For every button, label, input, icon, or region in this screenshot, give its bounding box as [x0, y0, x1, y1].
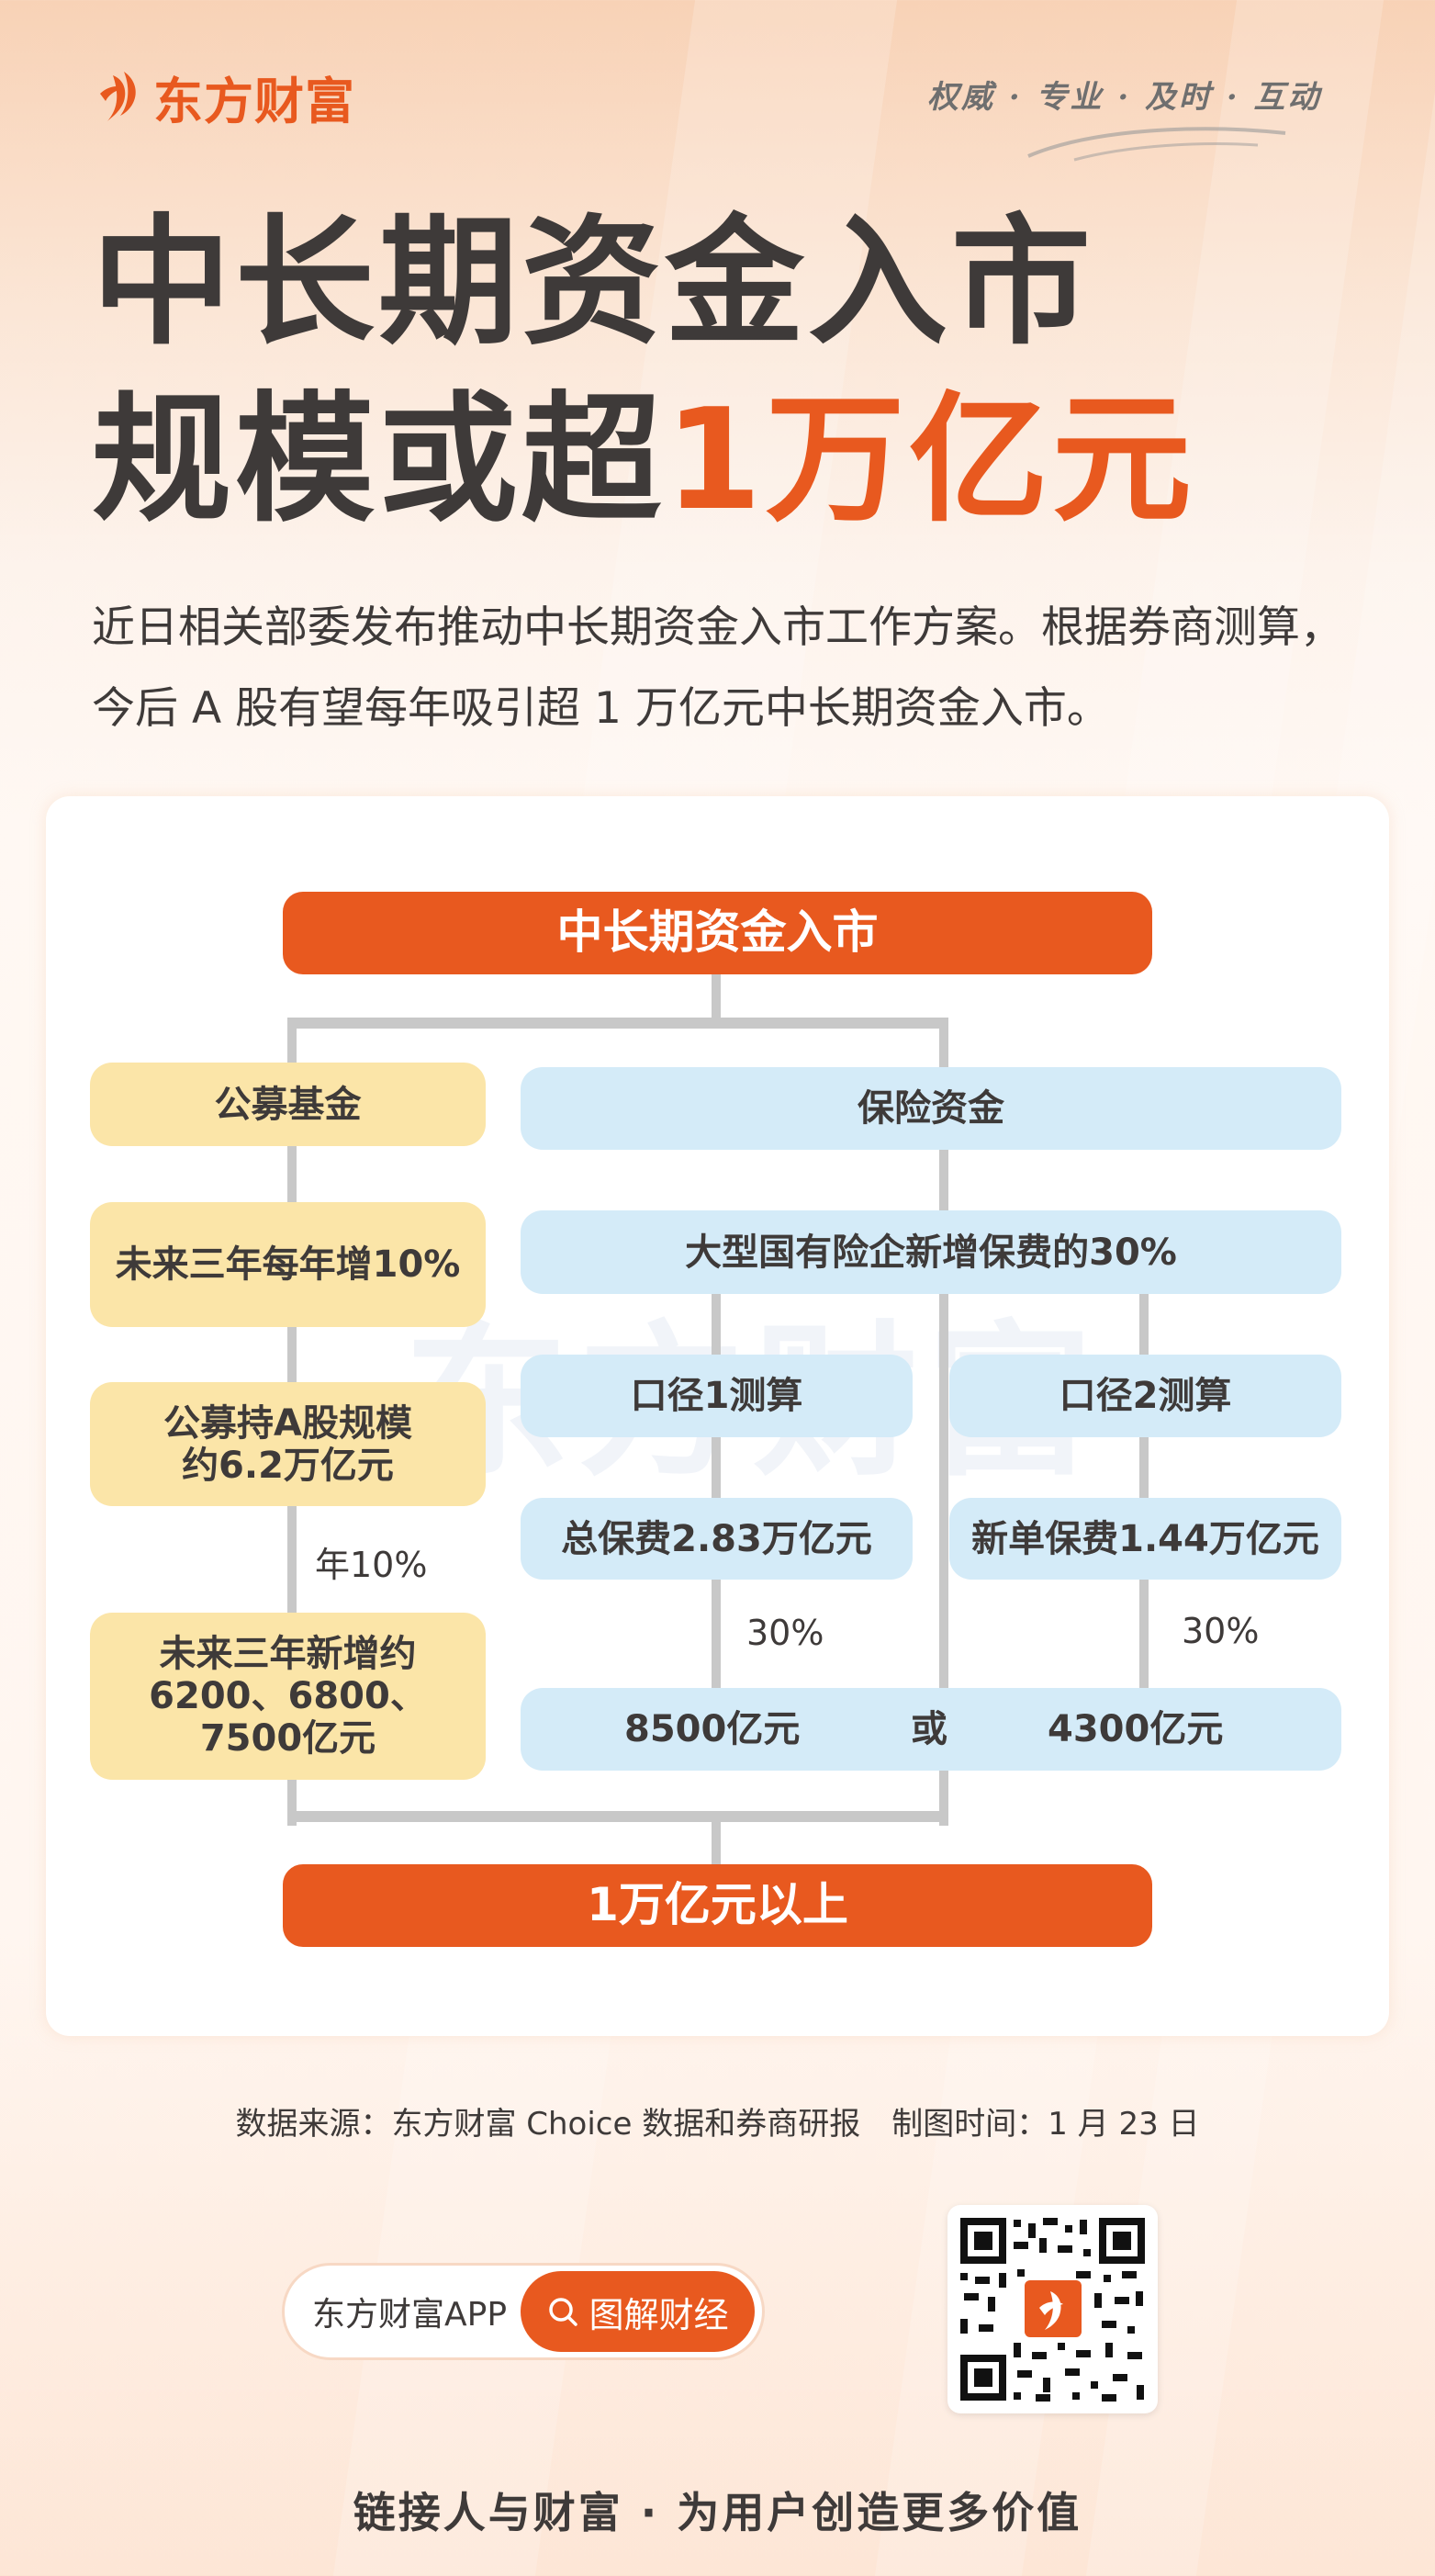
node-public-fund-scale: 公募持A股规模 约6.2万亿元: [90, 1382, 486, 1506]
connector: [287, 1018, 948, 1029]
eastmoney-flame-icon: [100, 72, 136, 121]
connector: [1139, 1290, 1149, 1691]
node-public-fund-result: 未来三年新增约 6200、6800、 7500亿元: [90, 1613, 486, 1780]
node-text: 6200、6800、: [149, 1675, 427, 1717]
connector: [287, 1811, 948, 1822]
method1-rate: 30%: [746, 1613, 824, 1653]
search-label: 图解财经: [589, 2294, 729, 2335]
method2-result: 4300亿元: [1048, 1708, 1224, 1750]
data-source: 数据来源：东方财富 Choice 数据和券商研报 制图时间：1 月 23 日: [235, 2106, 1200, 2143]
qr-code[interactable]: [947, 2205, 1158, 2413]
node-text: 约6.2万亿元: [182, 1444, 394, 1487]
connector: [712, 973, 721, 1025]
app-label: 东方财富APP: [312, 2296, 508, 2334]
search-icon: [548, 2298, 577, 2326]
brand-logo: 东方财富: [96, 68, 355, 130]
method2-rate: 30%: [1182, 1611, 1260, 1651]
app-search-pill[interactable]: 东方财富APP 图解财经: [282, 2263, 765, 2360]
node-text: 未来三年新增约: [159, 1633, 417, 1675]
title-highlight: 1万亿元: [665, 378, 1195, 541]
page-title-line1: 中长期资金入市: [92, 201, 1094, 364]
slogan: 链接人与财富 · 为用户创造更多价值: [353, 2488, 1082, 2537]
node-public-fund-growth: 未来三年每年增10%: [90, 1202, 486, 1327]
node-method1-base: 总保费2.83万亿元: [521, 1498, 913, 1580]
node-text: 7500亿元: [199, 1717, 376, 1760]
total-node: 1万亿元以上: [283, 1864, 1152, 1947]
node-method2: 口径2测算: [949, 1355, 1341, 1437]
node-method2-base: 新单保费1.44万亿元: [949, 1498, 1341, 1580]
rate-label: 年10%: [315, 1545, 428, 1585]
or-label: 或: [911, 1708, 947, 1750]
qr-code-icon: [960, 2218, 1145, 2402]
subtitle: 近日相关部委发布推动中长期资金入市工作方案。根据券商测算，今后 A 股有望每年吸…: [92, 602, 1343, 734]
connector: [712, 1818, 721, 1869]
title-prefix: 规模或超: [92, 378, 665, 541]
node-insurance: 保险资金: [521, 1067, 1341, 1150]
connector: [712, 1290, 721, 1691]
method1-result: 8500亿元: [624, 1708, 801, 1750]
root-node: 中长期资金入市: [283, 892, 1152, 974]
node-insurance-rule: 大型国有险企新增保费的30%: [521, 1210, 1341, 1294]
connector: [939, 1018, 948, 1826]
page-title-line2: 规模或超1万亿元: [92, 390, 1195, 530]
brand-name: 东方财富: [153, 72, 355, 130]
tagline: 权威 · 专业 · 及时 · 互动: [927, 79, 1322, 116]
brush-swoosh: [1027, 127, 1286, 162]
node-text: 公募持A股规模: [163, 1401, 412, 1445]
search-button[interactable]: 图解财经: [521, 2271, 755, 2352]
node-public-fund: 公募基金: [90, 1063, 486, 1146]
node-method1: 口径1测算: [521, 1355, 913, 1437]
node-insurance-result: 8500亿元 或 4300亿元: [521, 1688, 1341, 1771]
